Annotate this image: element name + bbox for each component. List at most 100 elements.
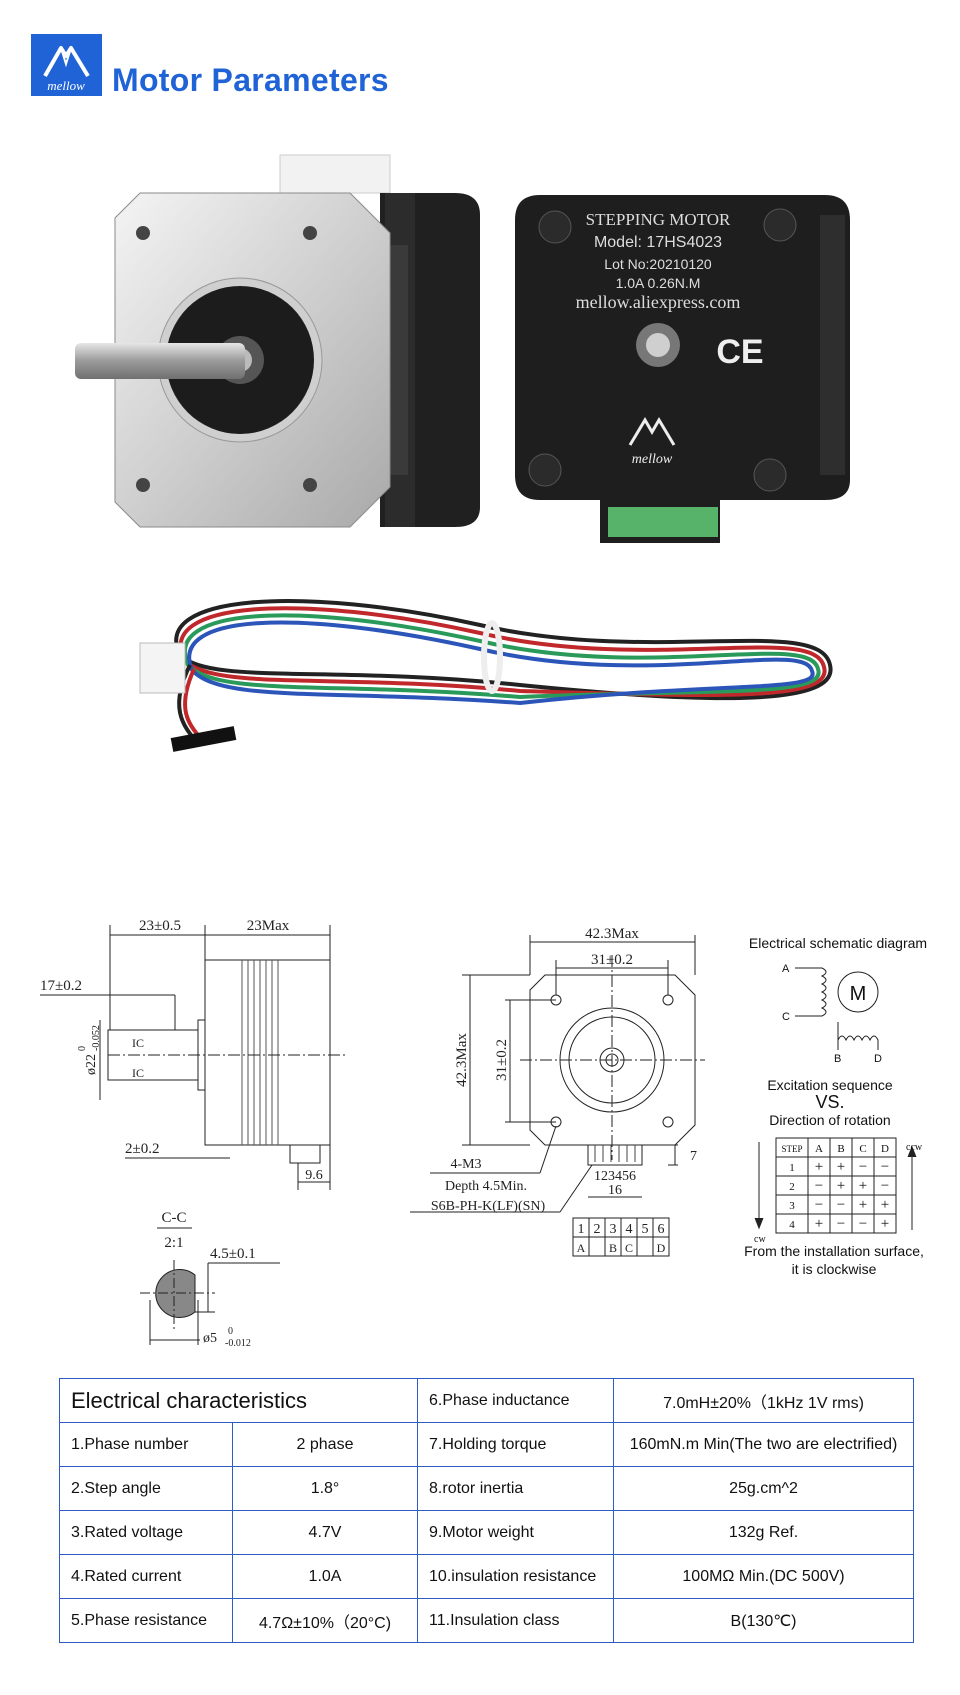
table-row: 1.Phase number 2 phase 7.Holding torque … xyxy=(59,1422,915,1467)
step-cell: + xyxy=(859,1178,867,1194)
pin-number: 6 xyxy=(658,1222,665,1237)
dim-flange: 2±0.2 xyxy=(125,1141,159,1157)
step-cell: C xyxy=(859,1143,866,1155)
table-row: 5.Phase resistance 4.7Ω±10%（20°C) 11.Ins… xyxy=(59,1598,915,1643)
step-cell: − xyxy=(881,1159,889,1175)
connector-spec: S6B-PH-K(LF)(SN) xyxy=(431,1199,546,1214)
dim-length: 23±0.5 xyxy=(139,918,181,934)
table-heading: Electrical characteristics xyxy=(58,1378,419,1423)
cw-label: cw xyxy=(754,1234,766,1245)
electrical-characteristics-table: Electrical characteristics 6.Phase induc… xyxy=(58,1378,915,1643)
terminal-a: A xyxy=(782,963,790,975)
step-cell: + xyxy=(881,1197,889,1213)
step-cell: − xyxy=(837,1197,845,1213)
step-cell: B xyxy=(837,1143,844,1155)
excitation-line3: Direction of rotation xyxy=(769,1112,890,1128)
mountain-logo-icon: mellow xyxy=(43,46,90,93)
spec-value: 4.7Ω±10%（20°C) xyxy=(231,1598,419,1643)
spec-label: 10.insulation resistance xyxy=(417,1554,615,1599)
ccw-label: ccw xyxy=(906,1142,923,1153)
pin-number: 1 xyxy=(578,1222,585,1237)
mellow-logo: mellow xyxy=(31,34,102,96)
label-line4: 1.0A 0.26N.M xyxy=(616,275,701,291)
section-tol-bottom: -0.012 xyxy=(225,1338,251,1349)
step-cell: STEP xyxy=(781,1144,802,1154)
spec-value: 25g.cm^2 xyxy=(613,1466,915,1511)
spec-label: 7.Holding torque xyxy=(417,1422,615,1467)
spec-value: 4.7V xyxy=(231,1510,419,1555)
section-title: C-C xyxy=(161,1210,186,1226)
schematic-title: Electrical schematic diagram xyxy=(749,935,927,951)
pin-number: 2 xyxy=(594,1222,601,1237)
label-line3: Lot No:20210120 xyxy=(604,256,712,272)
ic-top: IC xyxy=(132,1036,144,1050)
step-cell: − xyxy=(837,1216,845,1232)
rotation-note-line1: From the installation surface, xyxy=(744,1243,924,1259)
spec-label: 4.Rated current xyxy=(59,1554,233,1599)
section-dim-flat: 4.5±0.1 xyxy=(210,1246,256,1262)
step-cell: D xyxy=(881,1143,889,1155)
step-cell: + xyxy=(837,1178,845,1194)
spec-label: 6.Phase inductance xyxy=(417,1378,615,1423)
pin-phase: B xyxy=(609,1241,617,1255)
label-line2: Model: 17HS4023 xyxy=(594,234,722,251)
pin-number: 4 xyxy=(626,1222,633,1237)
dim-conn: 7 xyxy=(690,1149,697,1164)
spec-label: 2.Step angle xyxy=(59,1466,233,1511)
logo-wordmark: mellow xyxy=(47,78,85,93)
step-cell: + xyxy=(859,1197,867,1213)
spec-value: 160mN.m Min(The two are electrified) xyxy=(613,1422,915,1467)
pin-phase: D xyxy=(657,1241,666,1255)
step-cell: − xyxy=(859,1216,867,1232)
step-cell: − xyxy=(815,1197,823,1213)
page-title: Motor Parameters xyxy=(112,62,389,98)
dim-height: 42.3Max xyxy=(454,1033,470,1087)
spec-value: 100MΩ Min.(DC 500V) xyxy=(613,1554,915,1599)
cable-photo xyxy=(139,599,833,752)
motor-front-photo xyxy=(75,154,480,528)
excitation-line2: VS. xyxy=(815,1092,844,1112)
step-cell: 3 xyxy=(789,1200,795,1212)
pin-phase: A xyxy=(577,1241,586,1255)
spec-value: 2 phase xyxy=(231,1422,419,1467)
dim-hole-h: 31±0.2 xyxy=(591,952,633,968)
screw-depth: Depth 4.5Min. xyxy=(445,1179,527,1194)
dim-diameter: ø22 xyxy=(84,1054,99,1075)
terminal-d: D xyxy=(874,1053,882,1065)
pin-pitch: 16 xyxy=(608,1183,622,1198)
dim-diameter-tol-bottom: -0.052 xyxy=(91,1025,102,1051)
step-cell: + xyxy=(815,1216,823,1232)
excitation-line1: Excitation sequence xyxy=(767,1077,893,1093)
label-line5: mellow.aliexpress.com xyxy=(576,292,741,312)
electrical-schematic: Electrical schematic diagram M A C B D E… xyxy=(744,935,927,1277)
spec-value: 7.0mH±20%（1kHz 1V rms) xyxy=(613,1378,915,1423)
front-view: 42.3Max 31±0.2 42.3Max 31±0.2 7 4-M3 Dep… xyxy=(410,926,705,1257)
section-tol-top: 0 xyxy=(228,1326,233,1337)
pin-number: 5 xyxy=(642,1222,649,1237)
spec-label: 1.Phase number xyxy=(59,1422,233,1467)
product-photos: STEPPING MOTOR Model: 17HS4023 Lot No:20… xyxy=(75,154,850,752)
label-brand: mellow xyxy=(632,452,673,467)
spec-label: 9.Motor weight xyxy=(417,1510,615,1555)
pin-phase: C xyxy=(625,1241,633,1255)
step-cell: 2 xyxy=(789,1181,795,1193)
dim-width: 42.3Max xyxy=(585,926,639,942)
table-row: 4.Rated current 1.0A 10.insulation resis… xyxy=(59,1554,915,1599)
step-cell: A xyxy=(815,1143,823,1155)
spec-label: 11.Insulation class xyxy=(417,1598,615,1643)
table-row: 2.Step angle 1.8° 8.rotor inertia 25g.cm… xyxy=(59,1466,915,1511)
dim-connector: 9.6 xyxy=(305,1168,323,1183)
spec-value: 132g Ref. xyxy=(613,1510,915,1555)
technical-drawing: 23±0.5 23Max 17±0.2 ø22 0 -0.052 IC IC 2… xyxy=(40,918,927,1349)
terminal-b: B xyxy=(834,1053,841,1065)
table-row: Electrical characteristics 6.Phase induc… xyxy=(58,1378,915,1423)
spec-label: 8.rotor inertia xyxy=(417,1466,615,1511)
dim-max: 23Max xyxy=(247,918,290,934)
label-line1: STEPPING MOTOR xyxy=(586,210,731,229)
section-view: C-C 2:1 4.5±0.1 ø5 0 -0.012 xyxy=(140,1210,280,1349)
section-dim-dia: ø5 xyxy=(203,1331,217,1346)
ic-bottom: IC xyxy=(132,1066,144,1080)
